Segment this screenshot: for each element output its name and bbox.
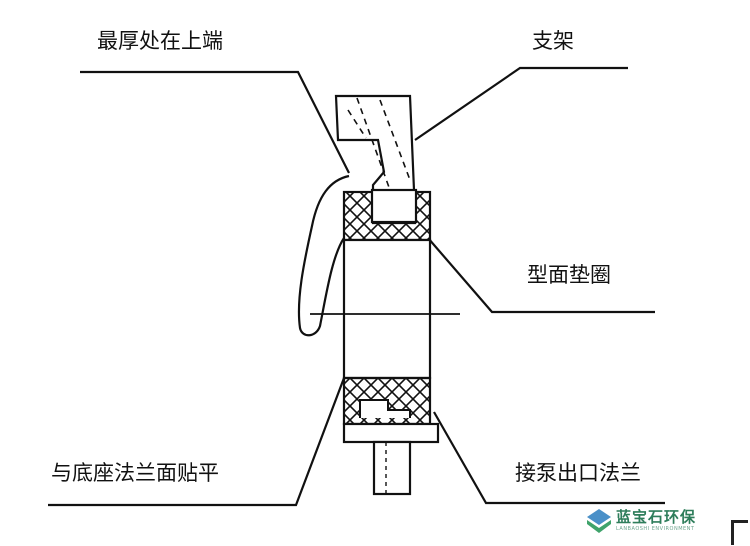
logo-name: 蓝宝石环保 — [616, 508, 697, 526]
corner-mark — [731, 520, 748, 545]
bracket-dashes — [347, 97, 411, 219]
label-bracket: 支架 — [532, 29, 574, 53]
bottom-plate — [342, 422, 440, 444]
pump-outlet-stub — [372, 440, 412, 496]
label-profile-gasket: 型面垫圈 — [527, 263, 611, 287]
leader-lines — [48, 66, 665, 507]
label-pump-flange: 接泵出口法兰 — [515, 461, 641, 485]
bracket-foot — [370, 188, 418, 224]
lower-step — [359, 399, 411, 418]
label-flush-base: 与底座法兰面贴平 — [51, 461, 219, 485]
leader-flush-base — [48, 377, 346, 507]
leader-profile-gasket — [427, 237, 655, 314]
leader-bracket — [414, 66, 628, 141]
logo-subtitle: LANBAOSHI ENVIRONMENT — [616, 526, 695, 532]
leaf-logo-icon — [587, 509, 611, 533]
leader-pump-flange — [433, 411, 665, 505]
watermark-logo: 蓝宝石环保 LANBAOSHI ENVIRONMENT — [586, 508, 696, 534]
central-body — [342, 238, 432, 380]
leader-thickest-top — [80, 70, 350, 174]
label-thickest-top: 最厚处在上端 — [97, 29, 223, 53]
gasket-handle — [297, 174, 350, 337]
